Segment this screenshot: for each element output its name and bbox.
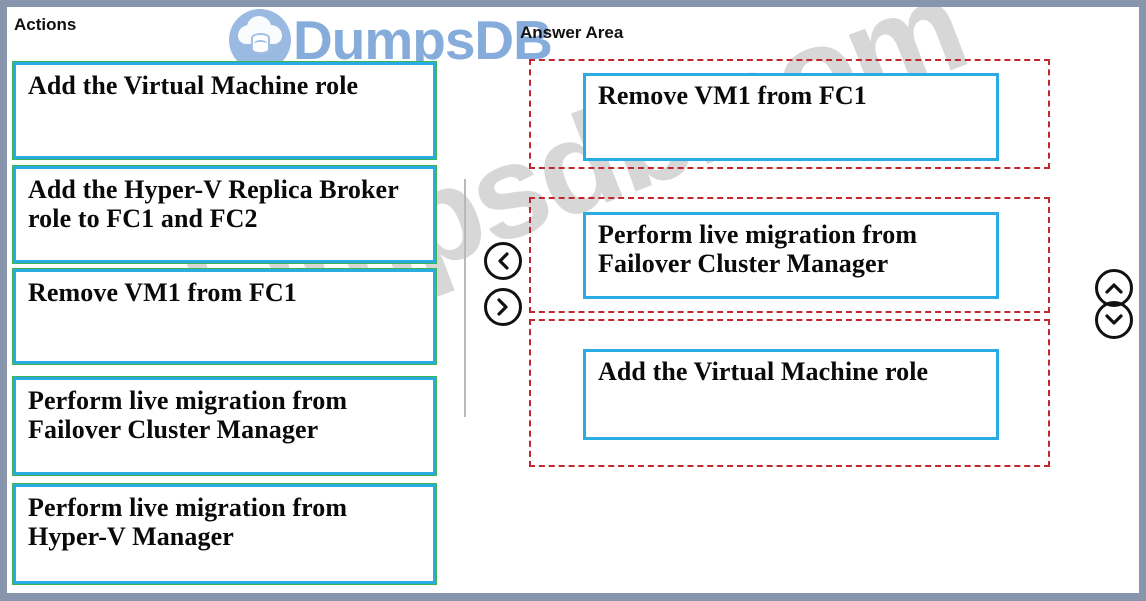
answer-card-label: Perform live migration from Failover Clu… (598, 220, 918, 279)
move-right-button[interactable] (484, 288, 522, 326)
chevron-up-icon (1105, 283, 1123, 294)
answer-drop-zone[interactable]: Perform live migration from Failover Clu… (529, 197, 1050, 313)
column-divider (464, 179, 466, 417)
chevron-right-icon (497, 298, 508, 316)
action-card-label: Add the Virtual Machine role (28, 71, 359, 100)
move-left-button[interactable] (484, 242, 522, 280)
action-card[interactable]: Perform live migration from Hyper-V Mana… (12, 483, 437, 585)
answer-card[interactable]: Add the Virtual Machine role (583, 349, 999, 440)
action-card-label: Perform live migration from Hyper-V Mana… (28, 493, 348, 552)
move-down-button[interactable] (1095, 301, 1133, 339)
answer-card-label: Add the Virtual Machine role (598, 357, 929, 386)
action-card[interactable]: Perform live migration from Failover Clu… (12, 376, 437, 476)
actions-column-heading: Actions (14, 15, 77, 34)
action-card[interactable]: Add the Virtual Machine role (12, 61, 437, 160)
answer-area-heading: Answer Area (520, 23, 624, 42)
answer-card[interactable]: Perform live migration from Failover Clu… (583, 212, 999, 299)
action-card[interactable]: Remove VM1 from FC1 (12, 268, 437, 365)
answer-drop-zone[interactable]: Add the Virtual Machine role (529, 319, 1050, 467)
action-card[interactable]: Add the Hyper-V Replica Broker role to F… (12, 165, 437, 264)
answer-drop-zone[interactable]: Remove VM1 from FC1 (529, 59, 1050, 169)
action-card-label: Remove VM1 from FC1 (28, 278, 297, 307)
action-card-label: Add the Hyper-V Replica Broker role to F… (28, 175, 399, 234)
action-card-label: Perform live migration from Failover Clu… (28, 386, 348, 445)
chevron-left-icon (498, 252, 509, 270)
dumpsdb-logo-text: DumpsDB (293, 8, 553, 71)
answer-card[interactable]: Remove VM1 from FC1 (583, 73, 999, 161)
answer-card-label: Remove VM1 from FC1 (598, 81, 867, 110)
chevron-down-icon (1105, 314, 1123, 325)
canvas-inner: dumpsdb.com DumpsDB Actions Answer Area … (7, 7, 1139, 593)
